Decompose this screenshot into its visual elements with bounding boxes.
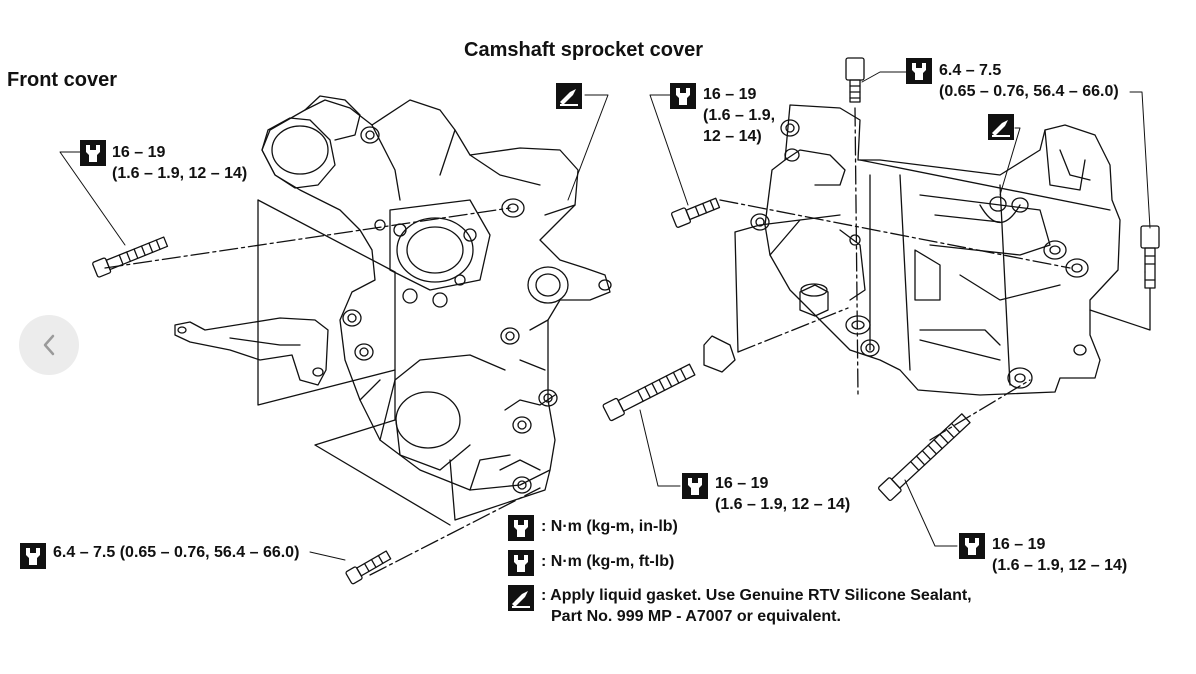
wrench-torque-icon	[80, 140, 106, 166]
torque-value-detail: 12 – 14)	[703, 128, 762, 145]
legend-large-torque: : N·m (kg-m, ft-lb)	[541, 553, 675, 570]
front-cover-title: Front cover	[7, 69, 118, 91]
torque-value: 16 – 19	[703, 86, 757, 103]
wrench-torque-icon	[20, 543, 46, 569]
camshaft-cover-drawing	[602, 57, 1160, 502]
wrench-torque-icon	[682, 473, 708, 499]
torque-value: 16 – 19	[112, 144, 166, 161]
torque-value: 6.4 – 7.5	[939, 62, 1002, 79]
torque-value: 16 – 19	[992, 536, 1046, 553]
liquid-gasket-icon	[507, 584, 535, 612]
liquid-gasket-icon	[987, 113, 1015, 141]
wrench-torque-icon	[508, 550, 534, 576]
camshaft-sprocket-cover-title: Camshaft sprocket cover	[464, 39, 703, 61]
liquid-gasket-icon	[555, 82, 583, 110]
legend-small-torque: : N·m (kg-m, in-lb)	[541, 518, 678, 535]
torque-value: 6.4 – 7.5 (0.65 – 0.76, 56.4 – 66.0)	[53, 544, 300, 561]
chevron-left-icon	[43, 334, 55, 356]
legend-liquid-gasket: : Apply liquid gasket. Use Genuine RTV S…	[541, 587, 972, 604]
wrench-torque-icon	[959, 533, 985, 559]
torque-value-detail: (1.6 – 1.9,	[703, 107, 776, 124]
torque-value-detail: (0.65 – 0.76, 56.4 – 66.0)	[939, 83, 1119, 100]
torque-value: 16 – 19	[715, 475, 769, 492]
wrench-torque-icon	[670, 83, 696, 109]
torque-value-detail: (1.6 – 1.9, 12 – 14)	[112, 165, 248, 182]
torque-value-detail: (1.6 – 1.9, 12 – 14)	[715, 496, 851, 513]
previous-image-button[interactable]	[19, 315, 79, 375]
torque-value-detail: (1.6 – 1.9, 12 – 14)	[992, 557, 1128, 574]
front-cover-drawing	[92, 95, 612, 585]
legend-liquid-gasket-part: Part No. 999 MP - A7007 or equivalent.	[551, 608, 841, 625]
wrench-torque-icon	[508, 515, 534, 541]
wrench-torque-icon	[906, 58, 932, 84]
